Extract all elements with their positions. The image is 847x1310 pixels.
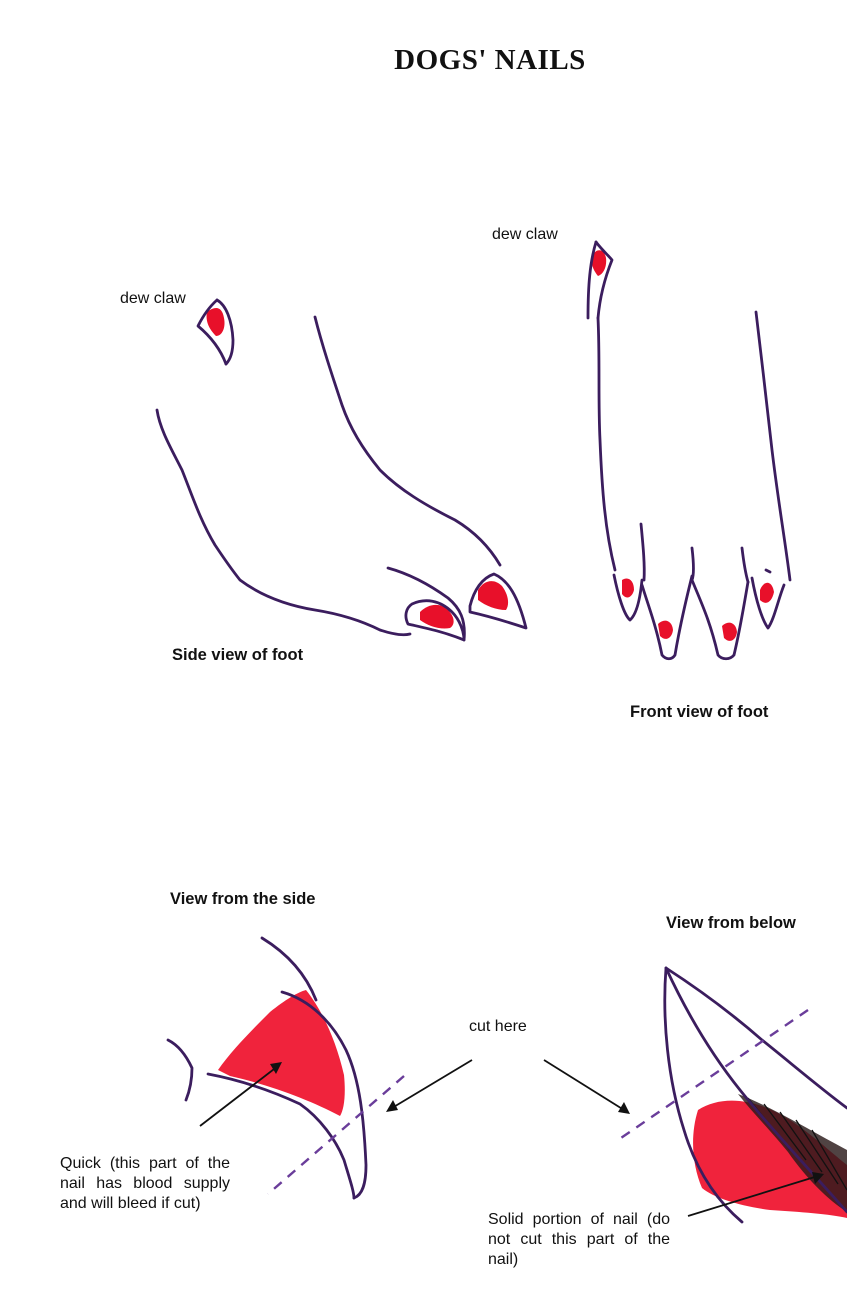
dew-claw-label-side: dew claw <box>120 290 186 308</box>
front-view-foot-drawing <box>588 242 790 659</box>
front-toes <box>614 524 784 659</box>
side-dew-claw <box>198 300 233 364</box>
cut-here-label: cut here <box>469 1018 527 1036</box>
front-dew-claw <box>588 242 612 318</box>
view-from-side-caption: View from the side <box>170 890 316 909</box>
side-foot-outline <box>157 410 410 635</box>
side-toe-upper <box>470 574 526 628</box>
view-from-below-caption: View from below <box>666 914 796 933</box>
solid-portion-note: Solid portion of nail (do not cut this p… <box>488 1210 670 1270</box>
nail-below-view-drawing <box>618 968 847 1222</box>
side-view-foot-caption: Side view of foot <box>172 646 303 665</box>
front-leg-outline <box>598 318 615 570</box>
front-view-foot-caption: Front view of foot <box>630 703 768 722</box>
quick-note: Quick (this part of the nail has blood s… <box>60 1154 230 1214</box>
side-view-foot-drawing <box>157 300 526 640</box>
side-toe-lower <box>388 568 464 640</box>
dew-claw-label-front: dew claw <box>492 226 558 244</box>
